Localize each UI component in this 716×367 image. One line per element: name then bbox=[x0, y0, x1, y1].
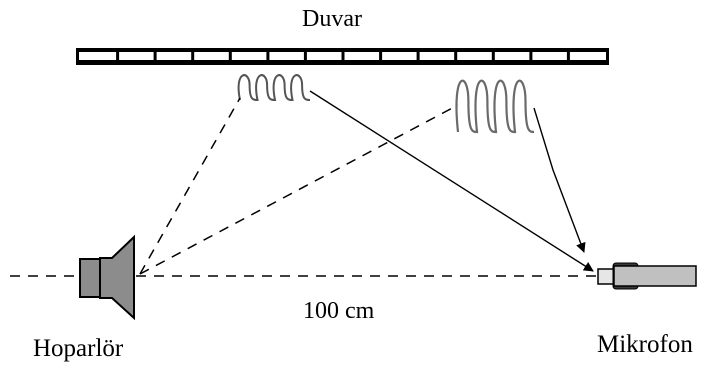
wall-segment-divider bbox=[303, 52, 307, 60]
wall-segment-divider bbox=[228, 52, 232, 60]
wall-segment-divider bbox=[491, 52, 495, 60]
small-reflection-wave bbox=[237, 74, 311, 102]
microphone-head bbox=[597, 268, 615, 285]
speaker-label: Hoparlör bbox=[33, 335, 124, 362]
speaker bbox=[79, 234, 135, 321]
microphone bbox=[597, 262, 697, 290]
distance-label: 100 cm bbox=[303, 298, 375, 324]
wall-segment-divider bbox=[266, 52, 270, 60]
wall bbox=[76, 48, 609, 65]
wall-segment-divider bbox=[153, 52, 157, 60]
large-reflection-wave bbox=[455, 79, 535, 134]
wall-segment-divider bbox=[191, 52, 195, 60]
incident-path-2 bbox=[139, 104, 459, 275]
reflected-path-1 bbox=[309, 90, 594, 272]
incident-path-1 bbox=[139, 97, 241, 275]
microphone-body bbox=[613, 265, 697, 287]
speaker-magnet bbox=[79, 258, 101, 298]
wall-segment-divider bbox=[379, 52, 383, 60]
microphone-label: Mikrofon bbox=[597, 331, 693, 358]
wall-segments bbox=[116, 52, 570, 60]
reflected-path-2 bbox=[533, 107, 586, 253]
wall-segment-divider bbox=[454, 52, 458, 60]
wall-segment-divider bbox=[341, 52, 345, 60]
wall-segment-divider bbox=[529, 52, 533, 60]
wall-segment-divider bbox=[116, 52, 120, 60]
speaker-cone bbox=[99, 234, 135, 321]
wall-label: Duvar bbox=[302, 6, 362, 32]
wall-segment-divider bbox=[416, 52, 420, 60]
wall-segment-divider bbox=[566, 52, 570, 60]
